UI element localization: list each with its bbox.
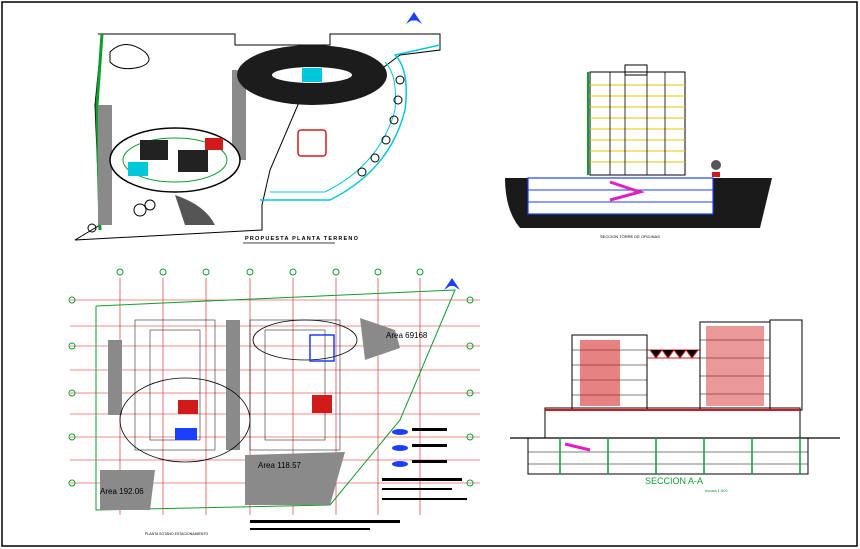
ramp-left xyxy=(98,105,112,225)
grid-bubbles xyxy=(68,268,474,487)
driveway-inner xyxy=(270,61,396,193)
plaza xyxy=(297,129,327,157)
pond xyxy=(109,44,150,70)
driveway xyxy=(260,44,441,201)
mall-block-4 xyxy=(205,138,223,150)
site-outline xyxy=(95,289,456,511)
street-tree-red xyxy=(712,172,720,177)
basement xyxy=(527,437,809,475)
legend-bars xyxy=(250,428,467,530)
site-plan: PROPUESTA PLANTA TERRENO xyxy=(74,12,441,244)
tree-row xyxy=(87,75,405,233)
core-4 xyxy=(312,395,332,413)
site-plan-title: PROPUESTA PLANTA TERRENO xyxy=(245,236,359,242)
tower-core-mark xyxy=(302,68,322,82)
ramp-strip-2 xyxy=(226,320,240,450)
core-2 xyxy=(175,428,197,440)
tower-body xyxy=(589,71,686,176)
mall-block-2 xyxy=(178,150,208,172)
mall-inner xyxy=(122,137,228,183)
ramp-ellipse-2 xyxy=(252,319,358,361)
area-left xyxy=(100,470,155,510)
area-bottom xyxy=(245,452,345,505)
north-arrow-icon xyxy=(406,12,422,24)
car-icons xyxy=(392,429,408,467)
area-label-3: Area 192.06 xyxy=(100,487,144,496)
right-block-fill xyxy=(706,326,764,406)
section-aa: SECCION A-A escala 1:500 xyxy=(510,319,840,493)
core-3 xyxy=(309,334,335,362)
ramp-ellipse-1 xyxy=(119,377,251,463)
core-1 xyxy=(178,400,198,414)
area-label-1: Area 69168 xyxy=(386,331,428,340)
section-aa-title: SECCION A-A xyxy=(645,476,703,486)
stair-fan xyxy=(175,195,215,225)
street-tree xyxy=(711,160,721,170)
basement-levels xyxy=(528,189,713,203)
mall-block-3 xyxy=(128,162,148,176)
left-block-fill xyxy=(580,340,620,406)
area-right xyxy=(360,318,400,360)
ramp-strip-1 xyxy=(108,340,122,415)
parking-plan-title: PLANTA SOTANO ESTACIONAMIENTO xyxy=(145,532,208,536)
ramp-mid xyxy=(232,70,246,160)
basement-ramp xyxy=(609,180,646,202)
truss-bridge xyxy=(647,349,700,359)
tower-section: SECCION TORRE DE OFICINAS xyxy=(505,64,772,239)
basement-ramp xyxy=(564,442,591,452)
area-label-2: Area 118.57 xyxy=(258,461,302,470)
tower-columns xyxy=(609,72,666,175)
tower-section-title: SECCION TORRE DE OFICINAS xyxy=(600,234,660,239)
north-arrow-icon xyxy=(444,278,460,290)
right-block-floors xyxy=(700,339,770,395)
tower-floors xyxy=(590,84,685,163)
parking-plan: Area 69168 Area 118.57 Area 192.06 PLANT… xyxy=(68,268,480,536)
section-aa-scale: escala 1:500 xyxy=(705,488,728,493)
mall-block-1 xyxy=(140,140,168,160)
tower-crown xyxy=(624,64,648,76)
green-columns xyxy=(559,438,801,474)
basement-floors xyxy=(528,451,808,465)
